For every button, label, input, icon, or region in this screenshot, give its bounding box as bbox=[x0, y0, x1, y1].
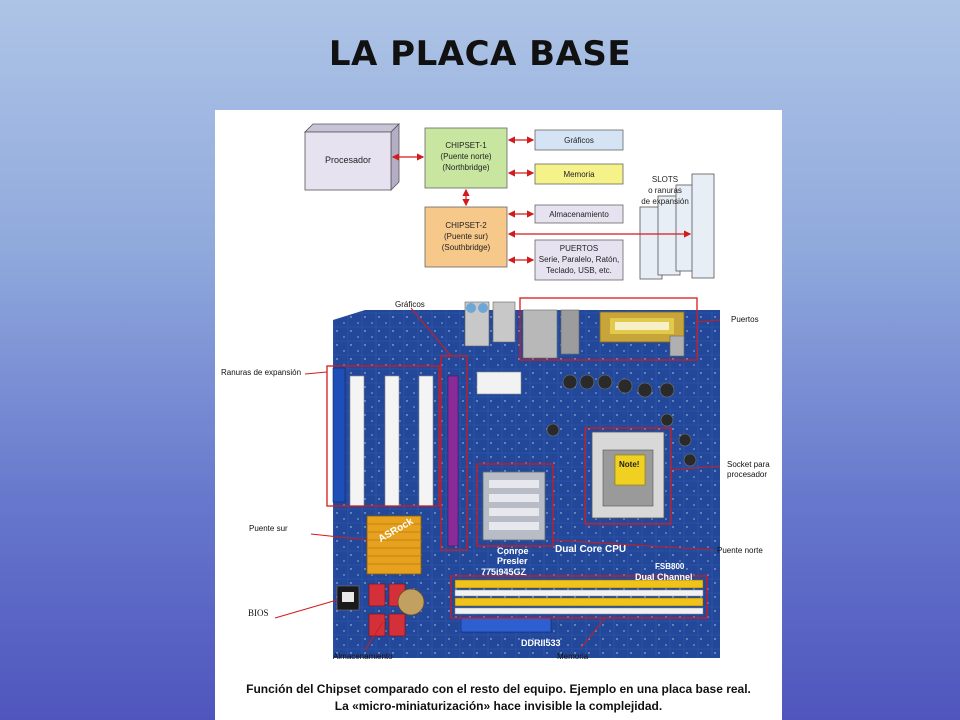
almacenamiento-label: Almacenamiento bbox=[549, 210, 609, 219]
puertos-line1: PUERTOS bbox=[559, 244, 599, 253]
callout-memoria: Memoria bbox=[557, 652, 589, 661]
chipset2-line1: CHIPSET-2 bbox=[445, 221, 487, 230]
almacenamiento-box bbox=[534, 204, 624, 224]
board-conroe: Conroe bbox=[497, 546, 529, 556]
slots-line3: de expansión bbox=[641, 197, 689, 206]
puertos-line2: Serie, Paralelo, Ratón, bbox=[538, 255, 620, 264]
procesador-box bbox=[304, 123, 400, 191]
callout-graficos: Gráficos bbox=[395, 300, 425, 309]
callout-lines bbox=[274, 307, 721, 651]
callout-puente-sur: Puente sur bbox=[249, 524, 288, 533]
board-fsb: FSB800 bbox=[655, 562, 685, 571]
chipset1-line1: CHIPSET-1 bbox=[445, 141, 487, 150]
callout-almacenamiento: Almacenamiento bbox=[333, 652, 393, 661]
board-ddr: DDRII533 bbox=[521, 638, 561, 648]
figure-panel: Procesador CHIPSET-1 (Puente norte) (Nor… bbox=[215, 110, 782, 720]
graficos-box bbox=[534, 129, 624, 151]
chipset1-line3: (Northbridge) bbox=[442, 163, 490, 172]
callout-socket-line1: Socket para bbox=[727, 460, 770, 469]
northbridge-heatsink bbox=[482, 471, 546, 541]
southbridge-heatsink bbox=[366, 515, 422, 575]
procesador-label: Procesador bbox=[324, 155, 372, 165]
callout-bios: BIOS bbox=[248, 608, 269, 618]
callout-puente-norte: Puente norte bbox=[717, 546, 763, 555]
back-panel bbox=[464, 301, 685, 359]
slide-title: LA PLACA BASE bbox=[328, 34, 632, 74]
cmos-battery bbox=[397, 588, 425, 616]
chipset1-label: CHIPSET-1 (Puente norte) (Northbridge) bbox=[425, 140, 507, 173]
cpu-socket bbox=[591, 431, 665, 519]
board-note: Note! bbox=[619, 460, 640, 469]
callout-ranuras: Ranuras de expansión bbox=[221, 368, 302, 377]
board-model: 775i945GZ bbox=[481, 567, 527, 577]
callout-puertos: Puertos bbox=[731, 315, 759, 324]
chipset2-box bbox=[424, 206, 508, 268]
capacitors bbox=[546, 374, 697, 467]
chipset2-line2: (Puente sur) bbox=[443, 232, 489, 241]
puertos-label: PUERTOS Serie, Paralelo, Ratón, Teclado,… bbox=[535, 243, 623, 276]
caption-line2: La «micro-miniaturización» hace invisibl… bbox=[334, 699, 663, 713]
caption-line1: Función del Chipset comparado con el res… bbox=[246, 682, 751, 696]
slots-line1: SLOTS bbox=[651, 175, 679, 184]
callout-socket: Socket para procesador bbox=[727, 460, 770, 480]
puertos-box bbox=[534, 239, 624, 281]
figure-svg bbox=[274, 123, 721, 658]
slots-label: SLOTS o ranuras de expansión bbox=[635, 174, 695, 207]
highlight-frames bbox=[326, 297, 708, 619]
pci-slots bbox=[332, 367, 459, 547]
dimm-slots bbox=[454, 579, 704, 615]
motherboard bbox=[274, 297, 721, 658]
memoria-label: Memoria bbox=[563, 170, 595, 179]
ide-connector bbox=[460, 617, 552, 633]
callout-socket-line2: procesador bbox=[727, 470, 768, 479]
chipset1-box bbox=[424, 127, 508, 189]
memoria-box bbox=[534, 163, 624, 185]
caption-marker: . bbox=[297, 682, 301, 696]
puertos-line3: Teclado, USB, etc. bbox=[546, 266, 612, 275]
board-cpu-label: Dual Core CPU bbox=[555, 544, 627, 555]
board-presler: Presler bbox=[497, 556, 528, 566]
atx-connector bbox=[476, 371, 522, 395]
diagram-arrows bbox=[391, 136, 692, 264]
board-dual-channel: Dual Channel bbox=[635, 572, 693, 582]
block-diagram bbox=[304, 123, 715, 281]
chipset2-line3: (Southbridge) bbox=[441, 243, 491, 252]
chipset2-label: CHIPSET-2 (Puente sur) (Southbridge) bbox=[425, 220, 507, 253]
slots-line2: o ranuras bbox=[648, 186, 682, 195]
chipset1-line2: (Puente norte) bbox=[440, 152, 492, 161]
graficos-label: Gráficos bbox=[564, 136, 594, 145]
